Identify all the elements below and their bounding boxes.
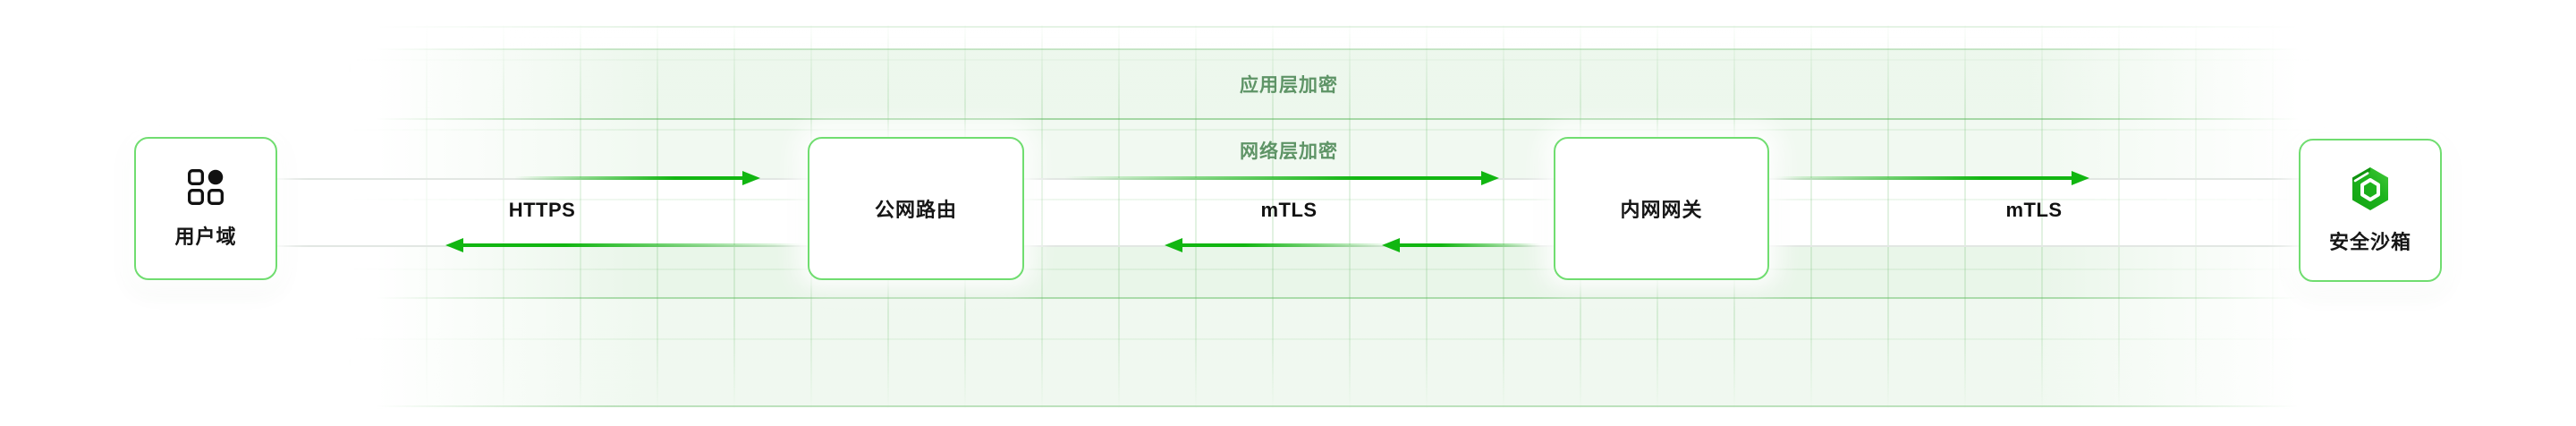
arrowhead-left-icon <box>1382 238 1400 252</box>
link-label-mtls-1: mTLS <box>1260 199 1318 221</box>
lane-label-application-encryption: 应用层加密 <box>1240 75 1338 96</box>
node-public-routing: 公网路由 <box>808 137 1024 280</box>
forward-arrow-3 <box>1771 171 2089 185</box>
link-label-https: HTTPS <box>508 199 576 221</box>
node-label: 内网网关 <box>1620 199 1703 221</box>
arrowhead-right-icon <box>742 171 760 185</box>
link-label-mtls-2: mTLS <box>2005 199 2063 221</box>
forward-arrow-2 <box>1064 171 1499 185</box>
lane-label-network-encryption: 网络层加密 <box>1240 141 1338 162</box>
forward-arrow-1 <box>514 171 760 185</box>
arrowhead-left-icon <box>445 238 463 252</box>
node-label: 用户域 <box>174 226 237 248</box>
return-arrow-3 <box>1382 238 1541 252</box>
node-internal-gateway: 内网网关 <box>1554 137 1769 280</box>
node-label: 安全沙箱 <box>2328 231 2411 253</box>
node-label: 公网路由 <box>874 199 957 221</box>
return-arrow-2 <box>1165 238 1393 252</box>
node-security-sandbox: 安全沙箱 <box>2299 139 2442 282</box>
arrowhead-right-icon <box>1481 171 1499 185</box>
apps-grid-icon <box>188 169 224 205</box>
arrowhead-right-icon <box>2072 171 2089 185</box>
sandbox-hexagon-icon <box>2352 167 2388 210</box>
arrowhead-left-icon <box>1165 238 1182 252</box>
return-arrow-1 <box>445 238 807 252</box>
node-user-domain: 用户域 <box>134 137 277 280</box>
background-grid <box>349 25 2317 410</box>
wire-bottom-segment-3 <box>1769 245 2299 247</box>
